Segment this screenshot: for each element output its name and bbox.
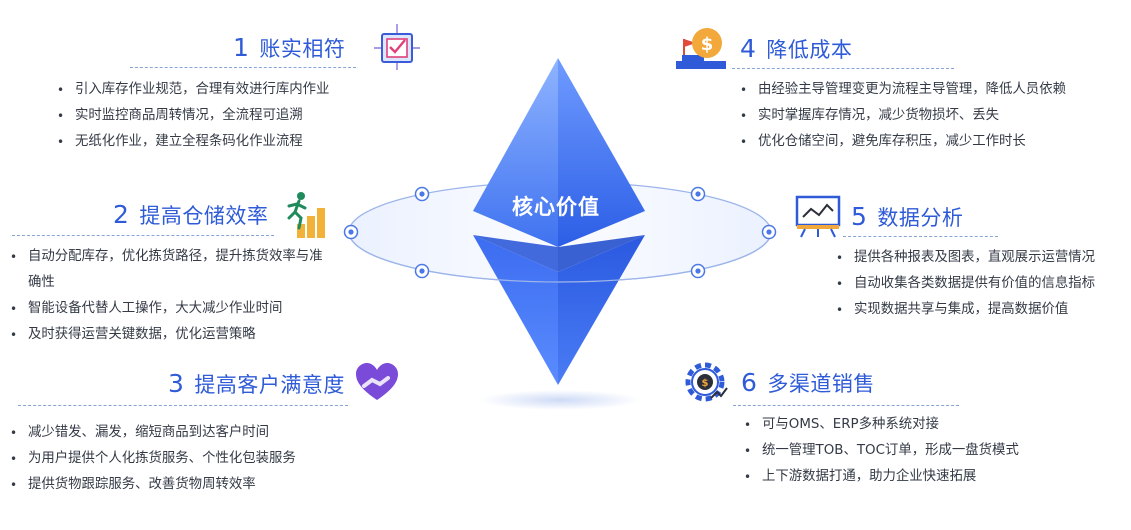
gear-dollar-icon: $ xyxy=(685,362,728,402)
bullet-item: 由经验主导管理变更为流程主导管理，降低人员依赖 xyxy=(740,77,1066,103)
core-value-label: 核心价值 xyxy=(512,195,600,219)
dollar-coin-icon: $ xyxy=(676,28,726,69)
checklist-target-icon xyxy=(374,24,420,70)
section-6-underline xyxy=(733,405,959,406)
section-5-underline xyxy=(843,236,998,237)
ring-node xyxy=(761,224,777,240)
section-3-bullets: 减少错发、漏发，缩短商品到达客户时间 为用户提供个人化拣货服务、个性化包装服务 … xyxy=(10,420,296,498)
bullet-item: 实时监控商品周转情况，全流程可追溯 xyxy=(57,103,329,129)
section-5-bullets: 提供各种报表及图表，直观展示运营情况 自动收集各类数据提供有价值的信息指标 实现… xyxy=(836,245,1095,323)
diamond-top-left-face xyxy=(473,58,558,247)
section-1-underline xyxy=(130,67,356,68)
heart-hand-icon xyxy=(356,363,398,400)
section-4-underline xyxy=(732,68,954,69)
ring-node xyxy=(343,224,359,240)
bullet-item: 实时掌握库存情况，减少货物损坏、丢失 xyxy=(740,103,1066,129)
section-3-underline xyxy=(18,405,348,406)
diamond-top-right-face xyxy=(558,58,645,247)
bullet-item: 实现数据共享与集成，提高数据价值 xyxy=(836,297,1095,323)
bullet-item: 统一管理TOB、TOC订单，形成一盘货模式 xyxy=(744,438,1019,464)
bullet-item: 可与OMS、ERP多种系统对接 xyxy=(744,412,1019,438)
ring-node xyxy=(414,186,430,202)
ring-node xyxy=(690,186,706,202)
orbit-ring-front xyxy=(348,231,772,283)
bullet-item: 为用户提供个人化拣货服务、个性化包装服务 xyxy=(10,446,296,472)
ring-node xyxy=(690,263,706,279)
section-1-bullets: 引入库存作业规范，合理有效进行库内作业 实时监控商品周转情况，全流程可追溯 无纸… xyxy=(57,77,329,155)
chart-board-icon xyxy=(795,195,841,238)
diamond-bottom-right-face xyxy=(558,235,645,385)
bullet-item: 提供各种报表及图表，直观展示运营情况 xyxy=(836,245,1095,271)
ground-shadow xyxy=(480,390,640,410)
svg-text:$: $ xyxy=(702,378,709,389)
section-6-bullets: 可与OMS、ERP多种系统对接 统一管理TOB、TOC订单，形成一盘货模式 上下… xyxy=(744,412,1019,490)
section-2-bullets: 自动分配库存，优化拣货路径，提升拣货效率与准确性 智能设备代替人工操作，大大减少… xyxy=(10,244,332,348)
bullet-item: 自动收集各类数据提供有价值的信息指标 xyxy=(836,271,1095,297)
running-stairs-icon xyxy=(287,192,325,238)
diamond-bottom-left-face xyxy=(473,235,558,385)
svg-text:$: $ xyxy=(701,34,714,55)
section-4-bullets: 由经验主导管理变更为流程主导管理，降低人员依赖 实时掌握库存情况，减少货物损坏、… xyxy=(740,77,1066,155)
bullet-item: 减少错发、漏发，缩短商品到达客户时间 xyxy=(10,420,296,446)
ring-node xyxy=(414,263,430,279)
bullet-item: 智能设备代替人工操作，大大减少作业时间 xyxy=(10,296,332,322)
bullet-item: 引入库存作业规范，合理有效进行库内作业 xyxy=(57,77,329,103)
bullet-item: 及时获得运营关键数据，优化运营策略 xyxy=(10,322,332,348)
section-2-underline xyxy=(12,235,274,236)
bullet-item: 无纸化作业，建立全程条码化作业流程 xyxy=(57,129,329,155)
bullet-item: 自动分配库存，优化拣货路径，提升拣货效率与准确性 xyxy=(10,244,332,296)
bullet-item: 上下游数据打通，助力企业快速拓展 xyxy=(744,464,1019,490)
bullet-item: 优化仓储空间，避免库存积压，减少工作时长 xyxy=(740,129,1066,155)
bullet-item: 提供货物跟踪服务、改善货物周转效率 xyxy=(10,472,296,498)
